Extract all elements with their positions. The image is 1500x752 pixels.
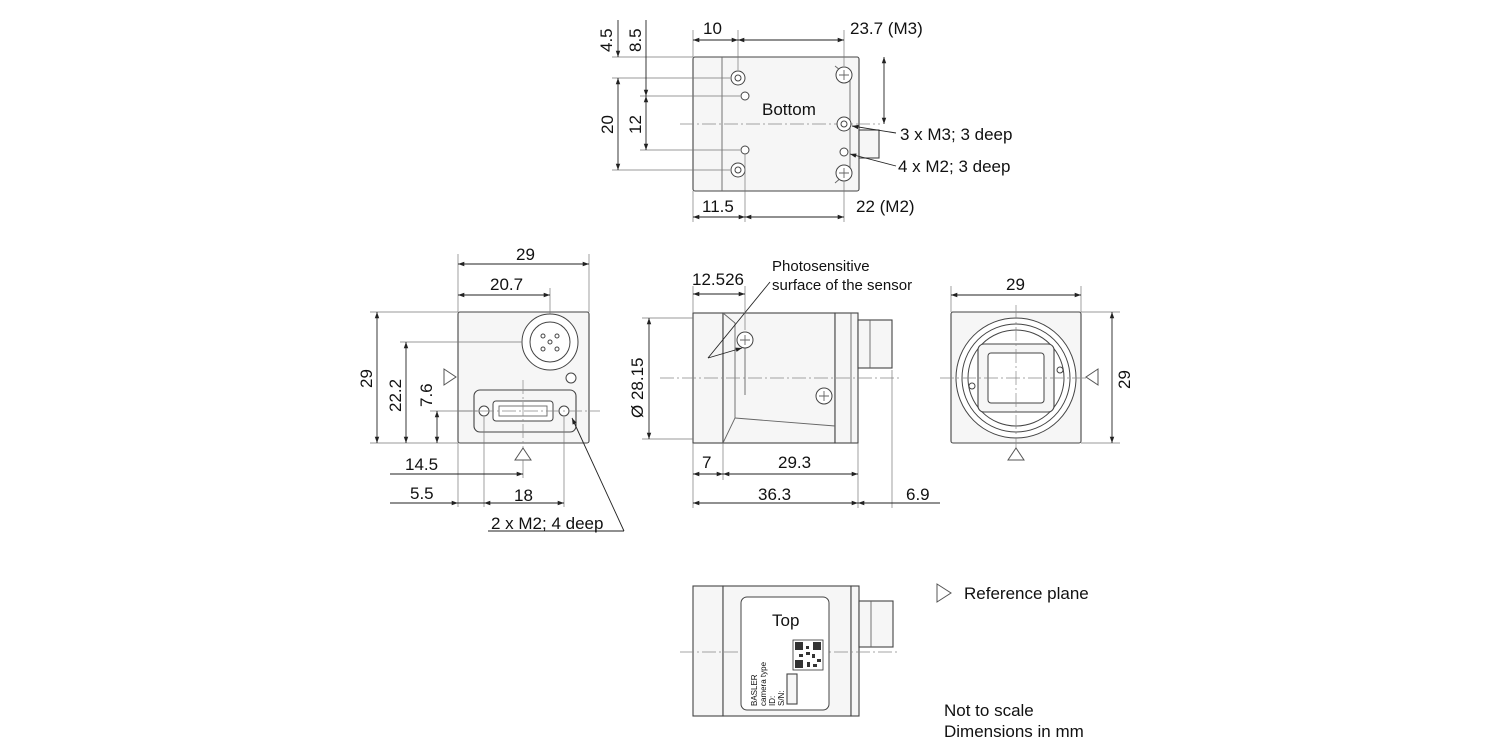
dim-11-5: 11.5: [702, 197, 734, 216]
reference-plane-triangle-icon: [1085, 368, 1099, 386]
screw-icon: [815, 387, 833, 405]
dim-29-3: 29.3: [778, 453, 811, 472]
dim-4-5: 4.5: [597, 28, 616, 52]
label-line-sn: S/N:: [777, 690, 786, 706]
callout-2xm2: 2 x M2; 4 deep: [491, 514, 603, 533]
dim-diameter: Ø 28.15: [628, 358, 647, 419]
dim-29-width: 29: [516, 245, 535, 264]
dim-29-height: 29: [357, 369, 376, 388]
note-not-to-scale: Not to scale: [944, 701, 1034, 720]
connector-icon: [857, 319, 893, 369]
status-led: [565, 372, 577, 384]
bottom-view: Bottom 10 23.7 (M3) 4.5 8.5 20 12 11.5 2…: [597, 19, 1012, 222]
legend-reference-plane: Reference plane: [964, 584, 1089, 603]
dim-6-9: 6.9: [906, 485, 930, 504]
label-line-camera-type: camera type: [759, 661, 768, 706]
front-dim-29-width: 29: [1006, 275, 1025, 294]
bottom-view-title: Bottom: [762, 100, 816, 119]
hole-m2-1: [740, 91, 750, 101]
dim-22-2: 22.2: [386, 379, 405, 412]
side-view: Photosensitive surface of the sensor 12.…: [628, 258, 940, 508]
connector-icon: [858, 129, 880, 159]
label-line-id: ID:: [768, 696, 777, 706]
screw-icon: [835, 66, 853, 84]
sensor-note-line1: Photosensitive: [772, 258, 870, 275]
dim-20: 20: [598, 115, 617, 134]
sensor-note-line2: surface of the sensor: [772, 277, 912, 294]
dim-10: 10: [703, 19, 722, 38]
reference-plane-triangle-icon: [443, 368, 457, 386]
label-line-brand: BASLER: [750, 674, 759, 706]
screw-icon: [835, 164, 853, 182]
dim-7-6: 7.6: [417, 383, 436, 407]
reference-plane-triangle-icon: [514, 447, 532, 461]
hole-m2-3: [839, 147, 849, 157]
dim-5-5: 5.5: [410, 484, 434, 503]
dim-20-7: 20.7: [490, 275, 523, 294]
product-label: [740, 596, 830, 711]
qr-code-icon: [792, 639, 824, 671]
dim-18: 18: [514, 486, 533, 505]
callout-m2: 4 x M2; 3 deep: [898, 157, 1010, 176]
dim-14-5: 14.5: [405, 455, 438, 474]
label-text-block: BASLER camera type ID: S/N:: [750, 661, 786, 706]
dim-12: 12: [626, 115, 645, 134]
back-view: 29 20.7 29 22.2 7.6 14.5 5.5 18 2 x M2; …: [357, 245, 625, 533]
reference-plane-triangle-icon: [1007, 447, 1025, 461]
screw-icon: [736, 331, 754, 349]
dim-23-7: 23.7 (M3): [850, 19, 923, 38]
connector-icon: [521, 313, 579, 371]
top-view-title: Top: [772, 611, 799, 630]
dim-36-3: 36.3: [758, 485, 791, 504]
dim-7: 7: [702, 453, 711, 472]
dim-8-5: 8.5: [626, 28, 645, 52]
dim-12-526: 12.526: [692, 270, 744, 289]
connector-icon: [858, 600, 894, 648]
reference-plane-triangle-icon: [936, 583, 952, 603]
legend: Reference plane Not to scale Dimensions …: [936, 583, 1089, 741]
front-view: 29 29: [940, 275, 1134, 461]
note-units: Dimensions in mm: [944, 722, 1084, 741]
hole-m2-2: [740, 145, 750, 155]
callout-m3: 3 x M3; 3 deep: [900, 125, 1012, 144]
top-view: Top BASLER camera type ID: S/N:: [680, 585, 900, 717]
dim-22-m2: 22 (M2): [856, 197, 915, 216]
front-dim-29-height: 29: [1115, 370, 1134, 389]
